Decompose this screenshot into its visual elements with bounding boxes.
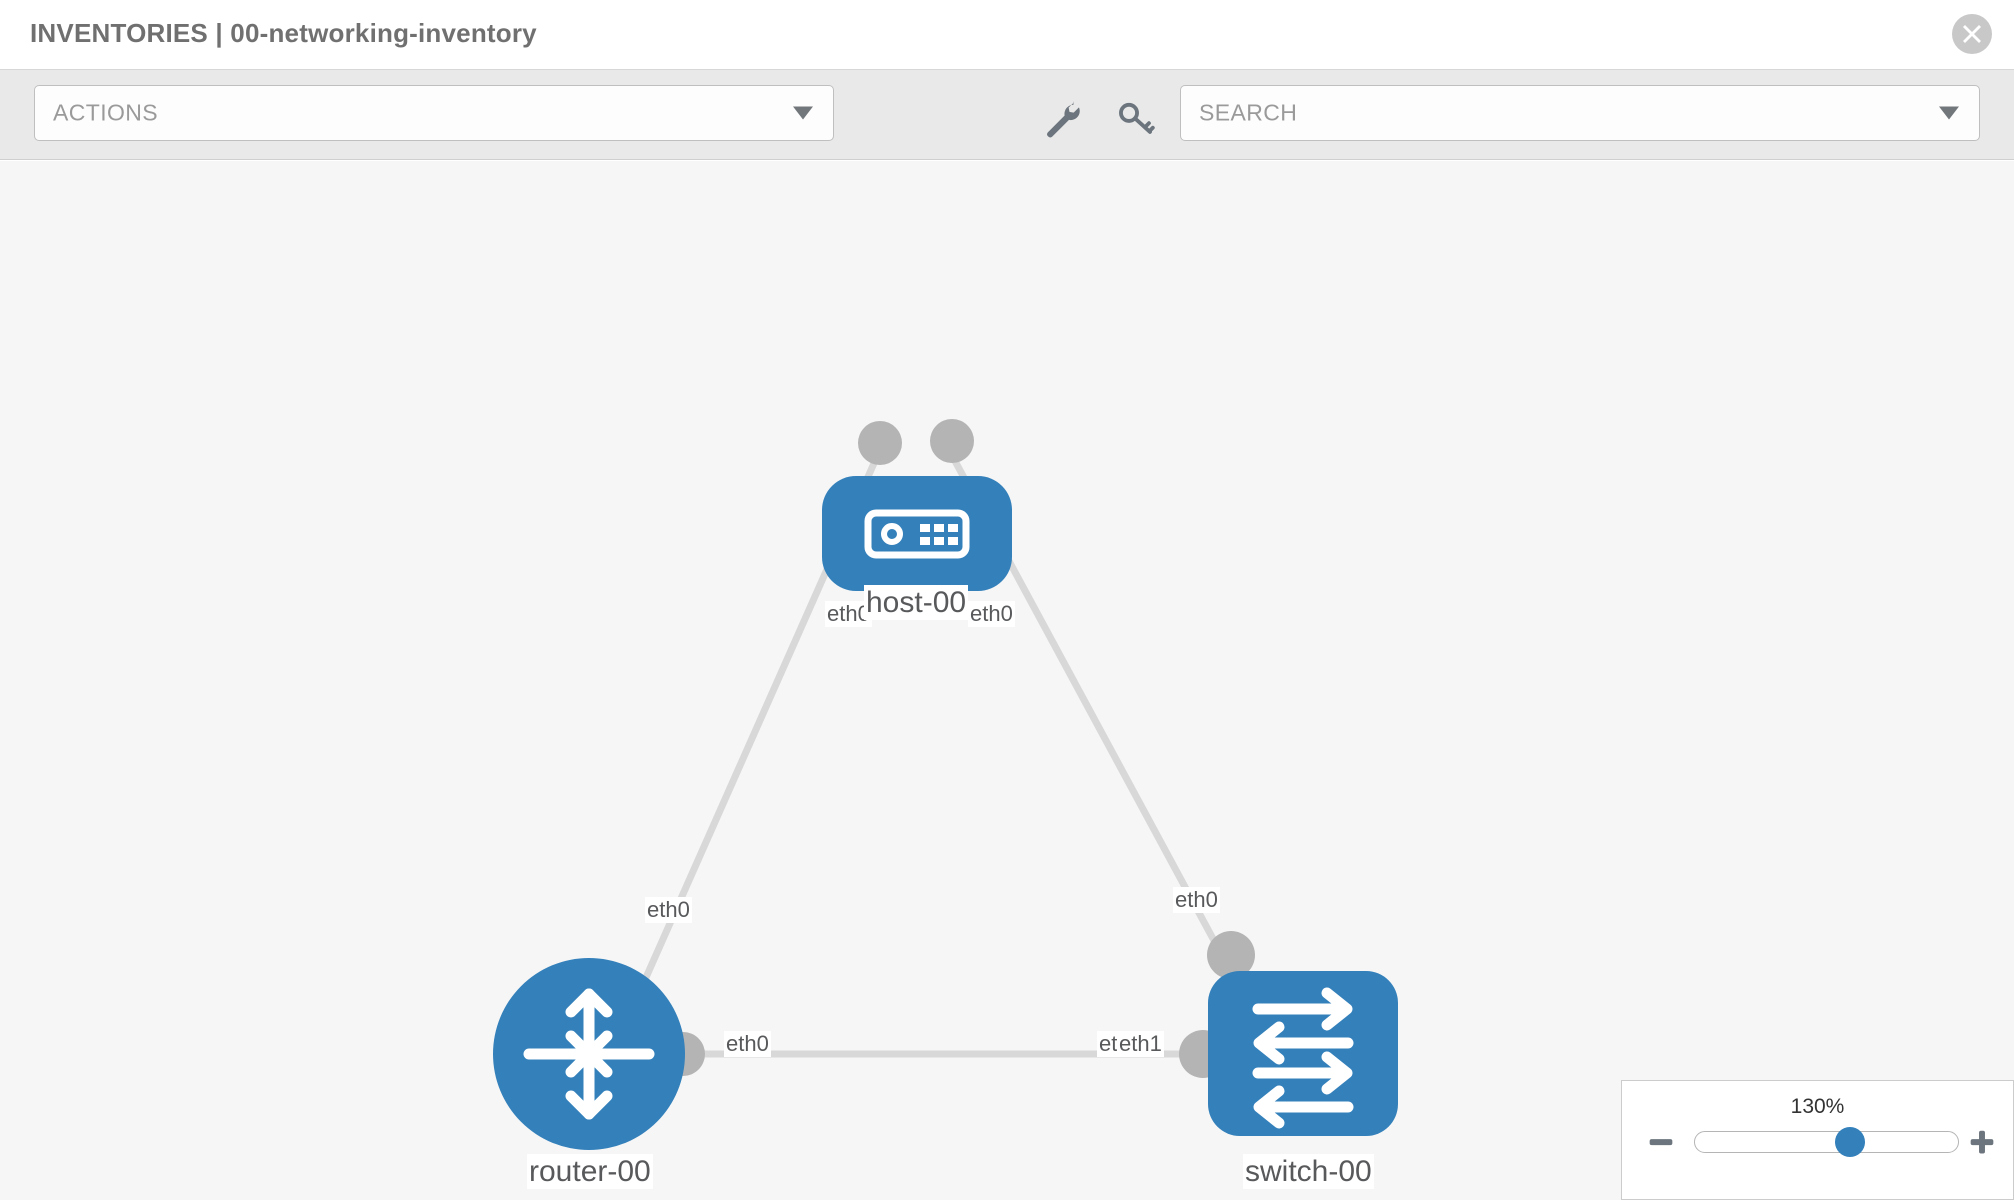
topology-canvas[interactable]: eth0 host-00 eth0 eth0 eth0 eth0 eth0 et… <box>0 161 2014 1200</box>
minus-icon <box>1649 1139 1673 1146</box>
router-arrows-icon <box>523 988 655 1120</box>
page-header: INVENTORIES | 00-networking-inventory <box>0 0 2014 70</box>
socket-host00-eth0-right[interactable] <box>930 419 974 463</box>
edge-label-router00-eth0: eth0 <box>724 1031 771 1058</box>
wrench-button[interactable] <box>1040 98 1082 140</box>
node-label-switch-00: switch-00 <box>1243 1154 1374 1189</box>
socket-host00-eth0-left[interactable] <box>858 421 902 465</box>
search-dropdown[interactable]: SEARCH <box>1180 85 1980 141</box>
key-icon <box>1119 102 1155 134</box>
zoom-slider-thumb[interactable] <box>1835 1127 1865 1157</box>
switch-arrows-icon <box>1252 987 1354 1129</box>
zoom-control-panel: 130% <box>1621 1080 2014 1200</box>
chevron-down-icon <box>793 106 813 120</box>
node-label-host-00: host-00 <box>864 585 969 620</box>
actions-dropdown-label: ACTIONS <box>53 99 159 126</box>
close-button[interactable] <box>1952 14 1992 54</box>
zoom-out-button[interactable] <box>1644 1125 1678 1159</box>
page-title: INVENTORIES | 00-networking-inventory <box>30 18 537 48</box>
node-host-00[interactable] <box>822 476 1012 591</box>
chevron-down-icon <box>1939 106 1959 120</box>
edge-label-router00-eth0-uplink: eth0 <box>645 897 692 924</box>
toolbar: ACTIONS SEARCH <box>0 70 2014 160</box>
close-icon <box>1963 25 1981 43</box>
node-label-router-00: router-00 <box>527 1154 653 1189</box>
server-device-icon <box>864 509 970 559</box>
wrench-icon <box>1047 101 1080 138</box>
node-switch-00[interactable] <box>1208 971 1398 1136</box>
node-router-00[interactable] <box>493 958 685 1150</box>
actions-dropdown[interactable]: ACTIONS <box>34 85 834 141</box>
plus-icon <box>1970 1130 1994 1154</box>
zoom-slider-track[interactable] <box>1694 1131 1959 1153</box>
edge-label-switch00-eth1: eth1 <box>1117 1031 1164 1058</box>
zoom-percent-label: 130% <box>1790 1095 1845 1118</box>
edge-label-switch00-eth0-uplink: eth0 <box>1173 887 1220 914</box>
socket-switch00-eth0[interactable] <box>1207 931 1255 979</box>
key-button[interactable] <box>1115 98 1157 140</box>
search-input-placeholder[interactable]: SEARCH <box>1199 99 1298 126</box>
edge-label-host00-eth0-right: eth0 <box>968 601 1015 628</box>
topology-graph <box>493 419 1398 1150</box>
zoom-in-button[interactable] <box>1965 1125 1999 1159</box>
